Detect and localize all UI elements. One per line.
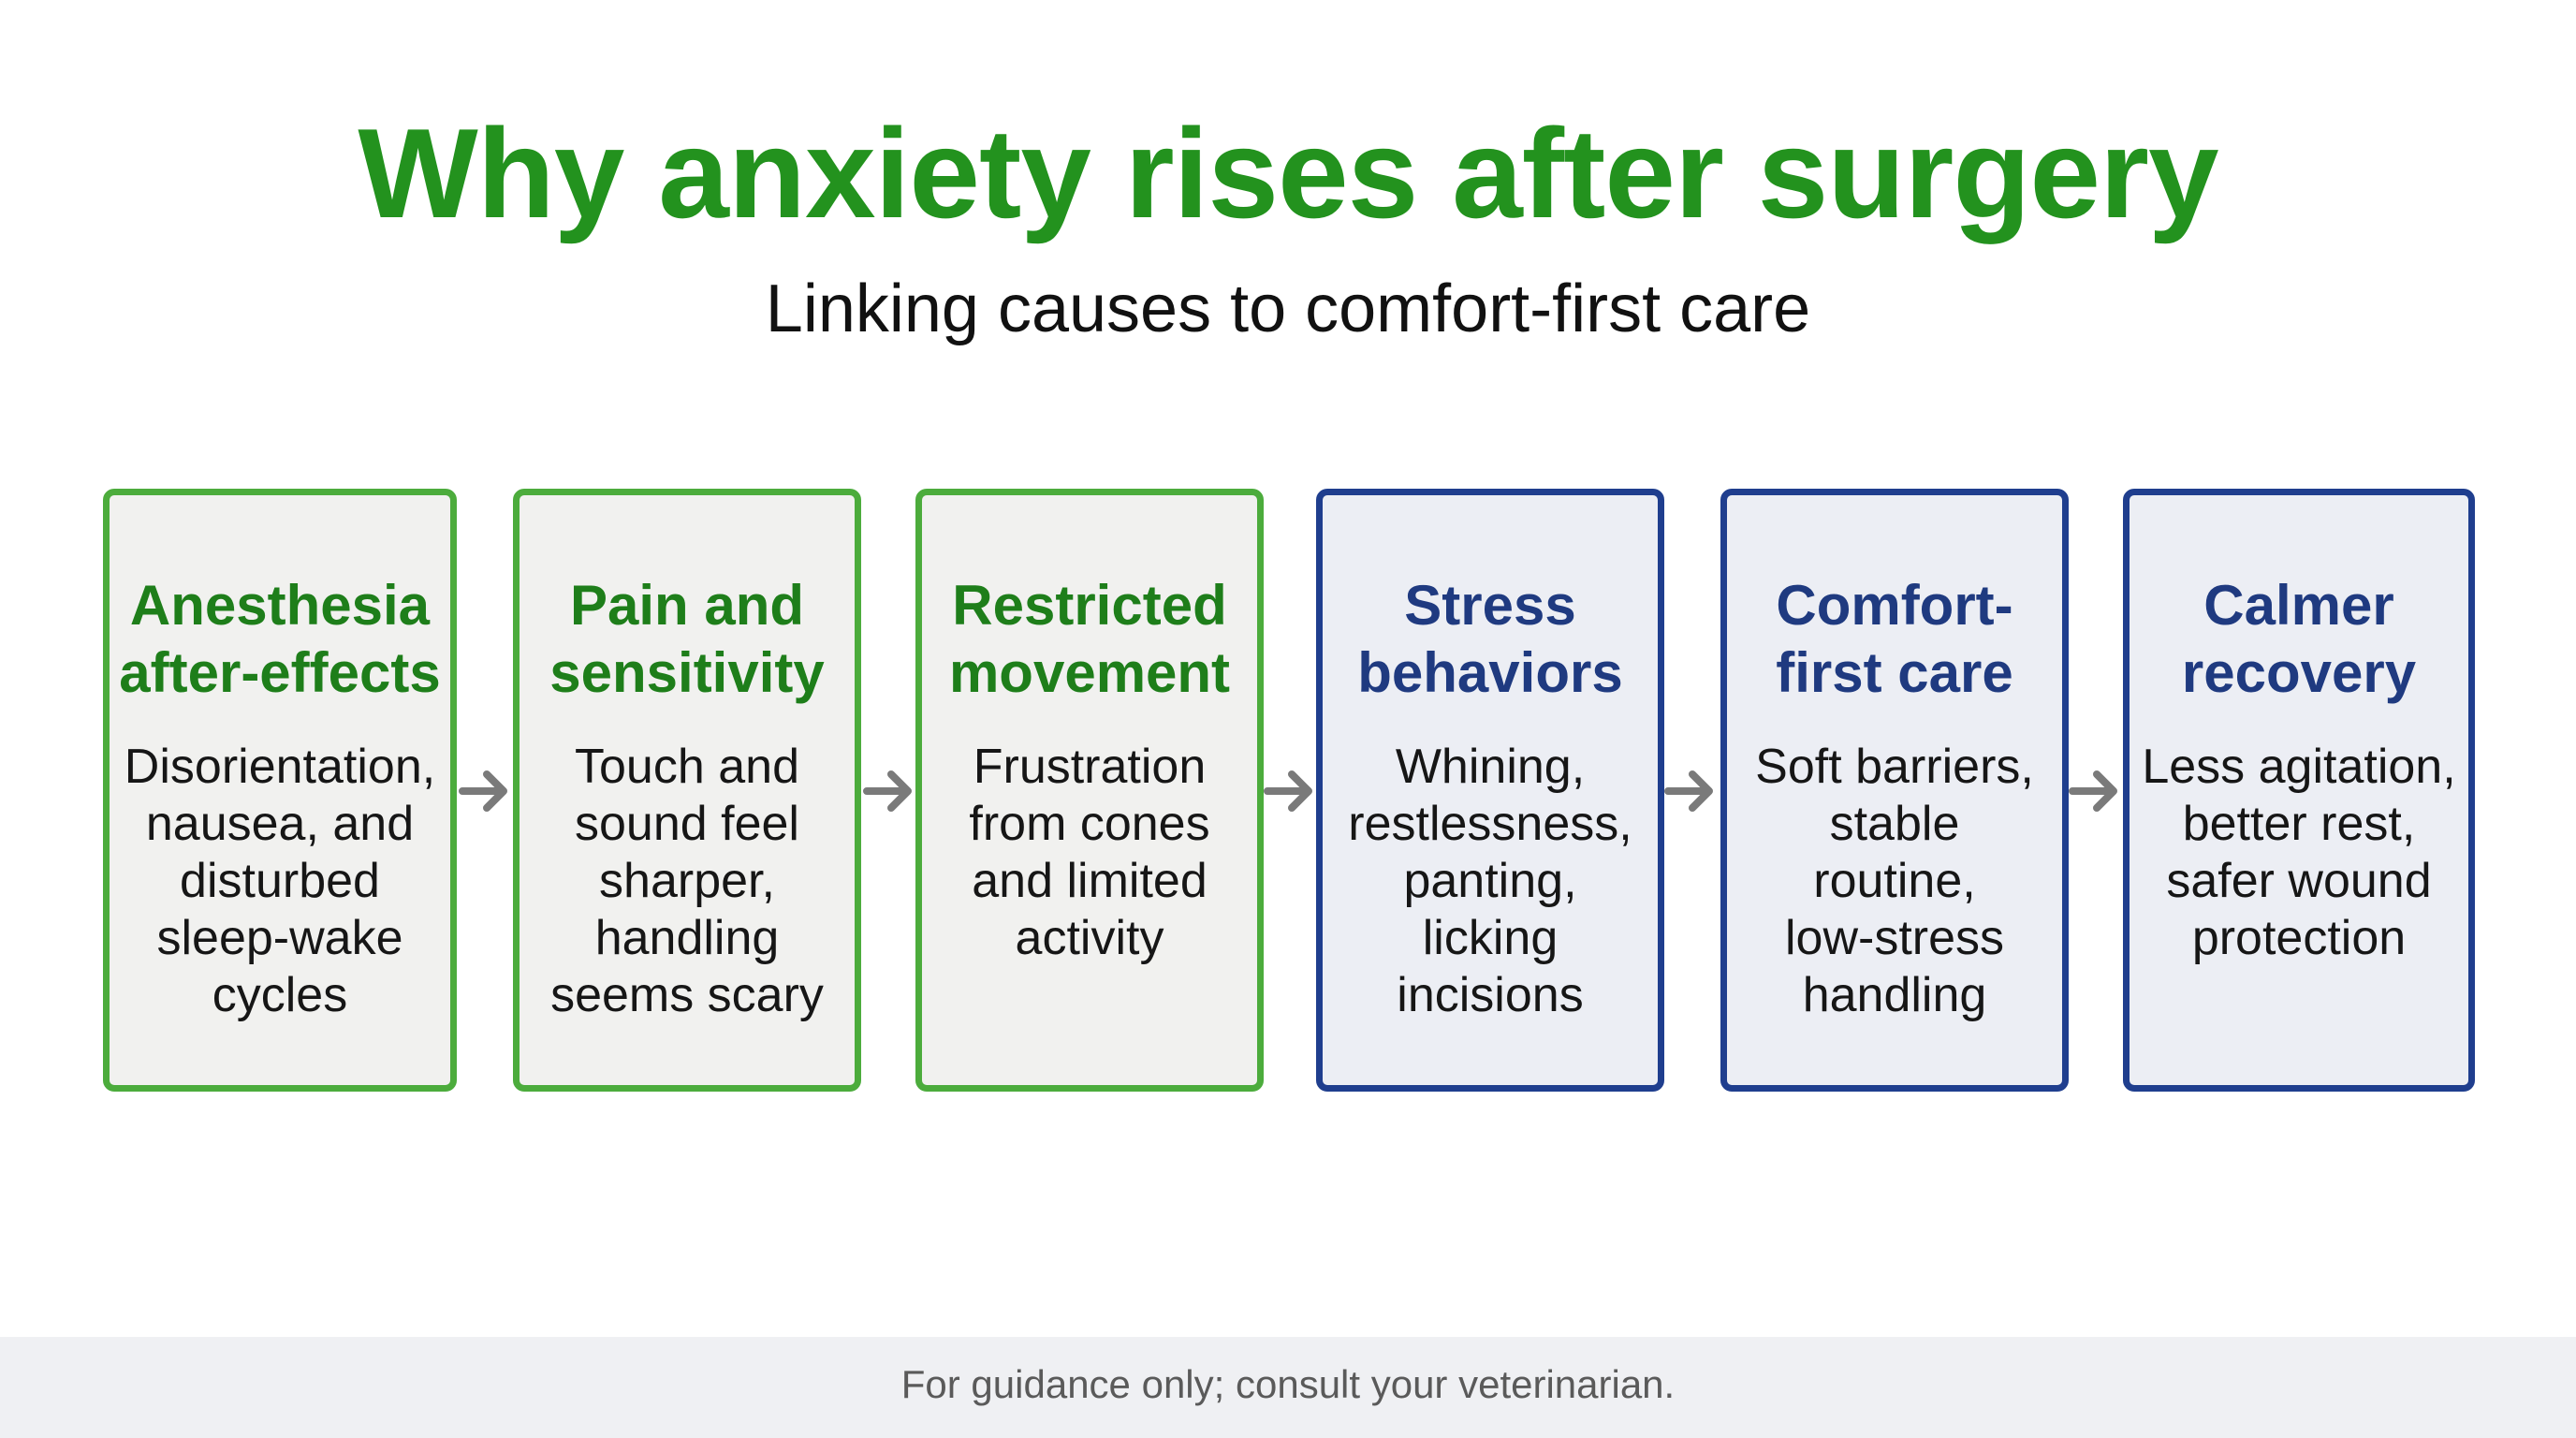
step-description-line: Whining, (1395, 740, 1586, 794)
step-description-line: cycles (212, 968, 348, 1022)
step-description-line: incisions (1397, 968, 1584, 1022)
step-description-line: from cones (969, 797, 1210, 851)
step-description-line: disturbed (180, 854, 380, 908)
step-description-line: Disorientation, (124, 740, 436, 794)
step-description-line: better rest, (2182, 797, 2416, 851)
arrow-right-icon (1664, 770, 1713, 812)
step-description-line: protection (2191, 911, 2407, 965)
step-description-line: sound feel (575, 797, 799, 851)
step-description-line: routine, (1813, 854, 1976, 908)
disclaimer-text: For guidance only; consult your veterina… (900, 1362, 1676, 1406)
step-title-line: Pain and (569, 574, 805, 637)
step-description-line: Touch and (575, 740, 799, 794)
step-description-line: Less agitation, (2142, 740, 2456, 794)
step-description-line: licking (1422, 911, 1559, 965)
arrow-right-icon (1264, 770, 1312, 812)
step-description-line: restlessness, (1348, 797, 1632, 851)
step-description-line: sharper, (599, 854, 775, 908)
step-description-line: Soft barriers, (1755, 740, 2034, 794)
step-title-line: Stress (1404, 574, 1576, 637)
step-title-line: Calmer (2203, 574, 2394, 637)
footer-bar: For guidance only; consult your veterina… (0, 1337, 2576, 1438)
step-description-line: handling (1802, 968, 1987, 1022)
step-title-line: behaviors (1357, 641, 1623, 704)
step-description-line: and limited (972, 854, 1208, 908)
step-title-line: after-effects (119, 641, 441, 704)
arrow-right-icon (459, 770, 507, 812)
step-description-line: activity (1015, 911, 1164, 965)
step-title-line: sensitivity (549, 641, 825, 704)
step-description-line: safer wound (2166, 854, 2432, 908)
step-description-line: handling (594, 911, 780, 965)
step-description-line: Frustration (973, 740, 1207, 794)
step-title-line: recovery (2181, 641, 2417, 704)
step-description-line: stable (1829, 797, 1960, 851)
arrow-right-icon (2069, 770, 2117, 812)
step-description-line: sleep-wake (156, 911, 403, 965)
step-title-line: Comfort- (1776, 574, 2013, 637)
step-title: Comfort-first care (1708, 572, 2081, 707)
step-description-line: seems scary (550, 968, 824, 1022)
step-description-line: panting, (1403, 854, 1577, 908)
step-description-line: low-stress (1784, 911, 2005, 965)
arrow-right-icon (863, 770, 912, 812)
step-title-line: movement (948, 641, 1231, 704)
step-title-line: Anesthesia (129, 574, 431, 637)
page-title: Why anxiety rises after surgery (358, 102, 2218, 244)
step-description-line: nausea, and (145, 797, 415, 851)
step-title-line: first care (1776, 641, 2013, 704)
step-title-line: Restricted (952, 574, 1227, 637)
page-subtitle: Linking causes to comfort-first care (765, 271, 1811, 346)
